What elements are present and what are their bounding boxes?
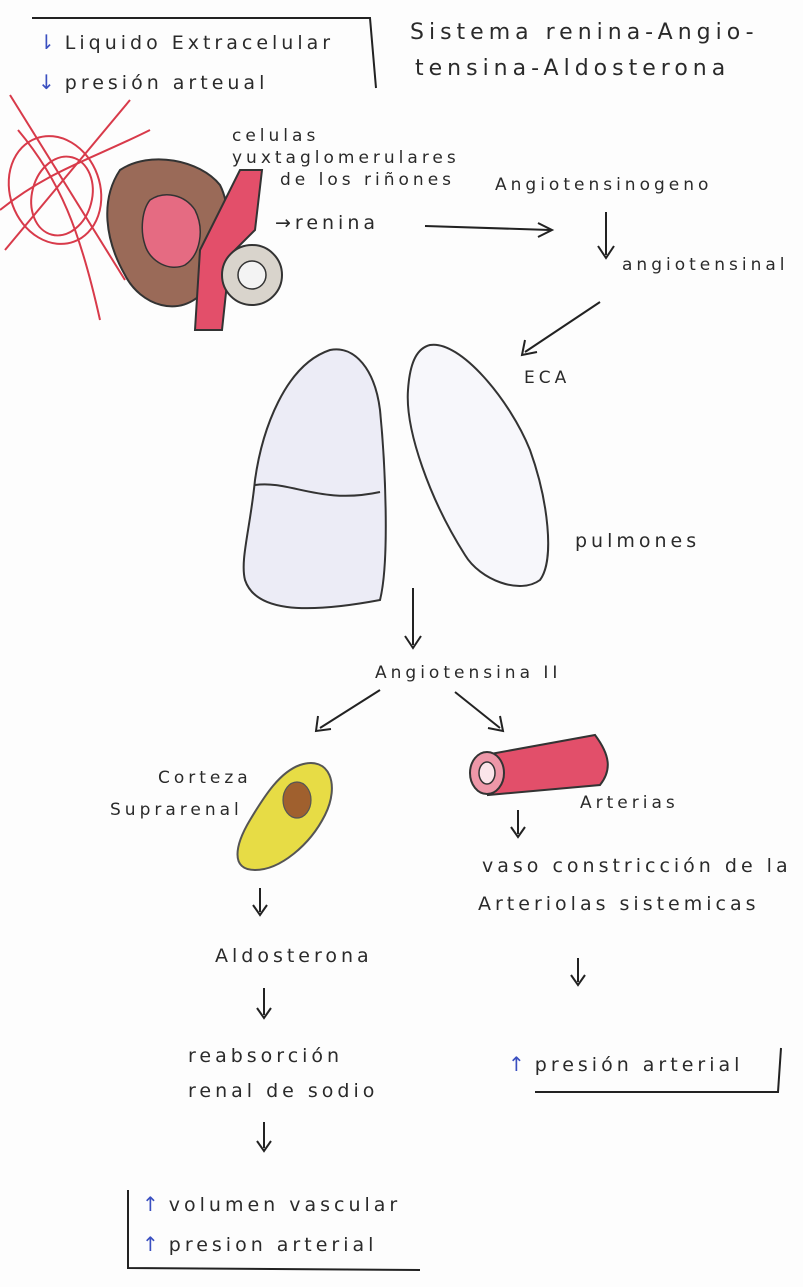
kidney-label-line2: yuxtaglomerulares — [232, 148, 460, 168]
eca-arrow — [525, 302, 600, 352]
eca-label: ECA — [524, 368, 570, 388]
kidney-label-line1: celulas — [232, 126, 319, 146]
renina-label: →renina — [275, 212, 379, 234]
eca-arrow-head — [522, 340, 537, 355]
result-presion-right: ↑presión arterial — [508, 1052, 743, 1076]
arrow-reabsorcion-volumen — [257, 1122, 271, 1151]
vaso-line2: Arteriolas sistemicas — [478, 893, 760, 915]
box-line-presion: ↓presión arteual — [38, 70, 268, 94]
pulmones-label: pulmones — [575, 530, 700, 552]
result-presion-left: ↑presion arterial — [142, 1232, 377, 1256]
down-arrow-icon: ⇂ — [38, 30, 55, 54]
arrow-arterias-vaso — [511, 810, 525, 837]
kidney-label-line3: de los riñones — [280, 170, 455, 190]
aldosterona-label: Aldosterona — [215, 945, 373, 967]
angiotensinogeno-label: Angiotensinogeno — [495, 175, 712, 195]
arrow-aldosterona-reabsorcion — [257, 988, 271, 1018]
corteza-label-line2: Suprarenal — [110, 800, 243, 820]
reabsorcion-line1: reabsorción — [188, 1045, 343, 1067]
up-arrow-icon: ↑ — [508, 1052, 525, 1076]
vaso-line1: vaso constricción de la — [482, 855, 792, 877]
right-branch-arrow — [455, 692, 500, 728]
result-volumen: ↑volumen vascular — [142, 1192, 401, 1216]
juxtaglomerular-illustration — [107, 159, 282, 330]
corteza-label-line1: Corteza — [158, 768, 252, 788]
lungs-illustration — [244, 345, 549, 608]
up-arrow-icon: ↑ — [142, 1232, 159, 1256]
artery-illustration — [470, 735, 608, 795]
diagram-title-line2: tensina-Aldosterona — [415, 56, 730, 81]
up-arrow-icon: ↑ — [142, 1192, 159, 1216]
left-branch-arrow — [320, 690, 380, 728]
arrow-arteriolas-presion — [571, 958, 585, 985]
renina-arrow — [425, 226, 550, 230]
angiotensina-2-label: Angiotensina II — [375, 663, 561, 683]
box-line-liquido: ⇂Liquido Extracelular — [38, 30, 334, 54]
arterias-label: Arterias — [580, 793, 679, 813]
down-arrow-icon: ↓ — [38, 70, 55, 94]
arrow-corteza-aldosterona — [253, 888, 267, 915]
reabsorcion-line2: renal de sodio — [188, 1080, 378, 1102]
angiotensina-1-label: angiotensinal — [622, 255, 789, 275]
diagram-title-line1: Sistema renina-Angio- — [410, 20, 759, 45]
